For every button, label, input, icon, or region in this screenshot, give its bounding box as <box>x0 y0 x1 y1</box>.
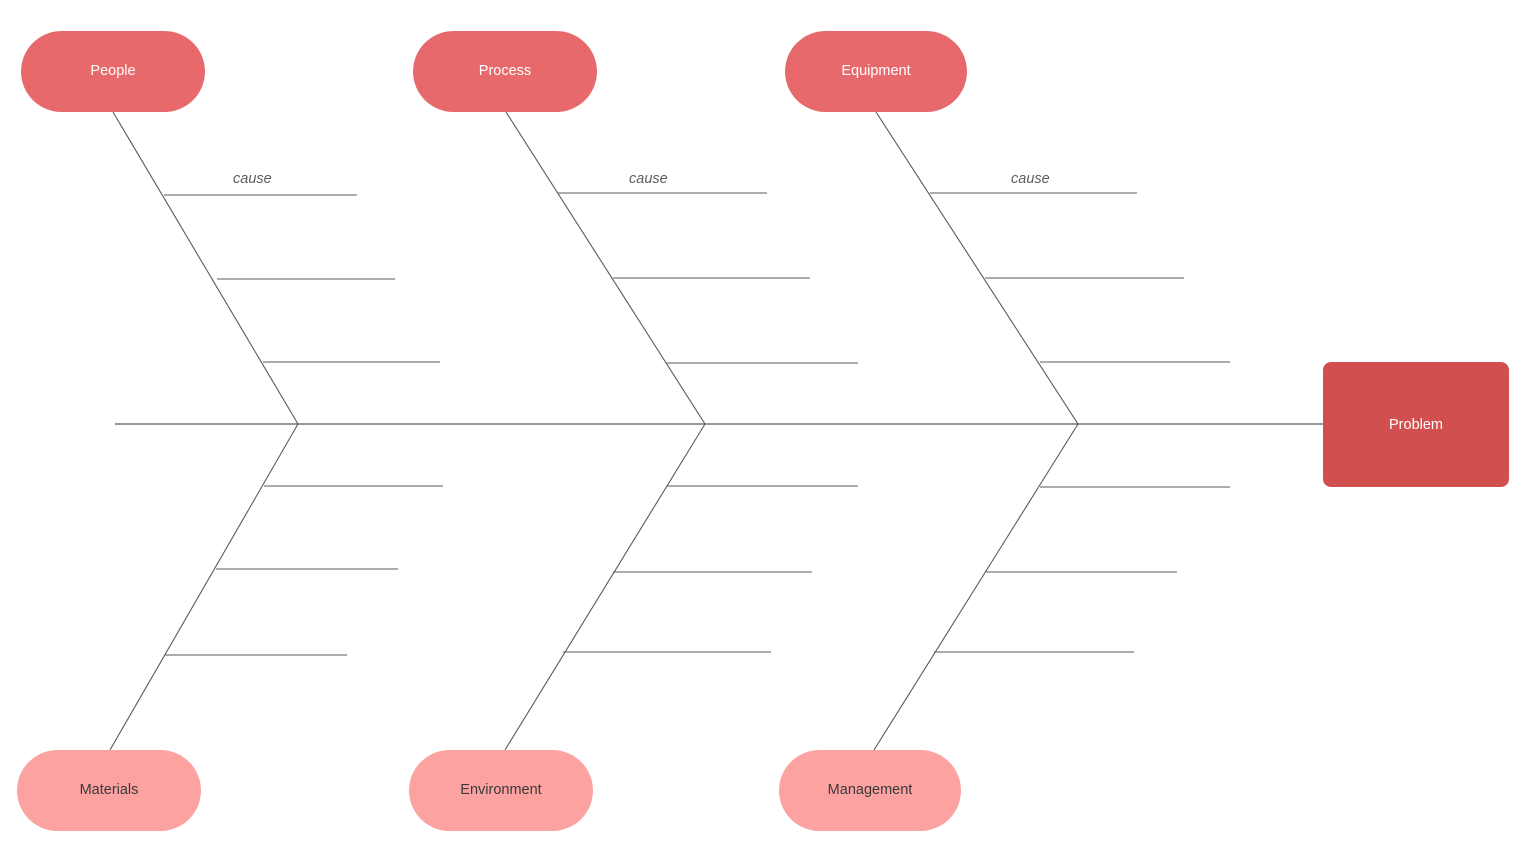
effect-node-label: Problem <box>1389 416 1443 433</box>
category-node-environment-label: Environment <box>460 781 542 798</box>
category-node-process-label: Process <box>478 62 532 79</box>
category-node-environment[interactable]: Environment <box>409 750 593 831</box>
category-node-people-label: People <box>90 62 136 79</box>
category-node-materials[interactable]: Materials <box>17 750 201 831</box>
bone-top-3 <box>875 111 1079 425</box>
category-node-equipment[interactable]: Equipment <box>785 31 967 112</box>
cause-label-2[interactable]: cause <box>629 171 668 187</box>
category-node-materials-label: Materials <box>79 781 139 798</box>
category-node-equipment-label: Equipment <box>841 62 911 79</box>
bone-bottom-3 <box>873 423 1079 751</box>
category-node-management[interactable]: Management <box>779 750 961 831</box>
category-node-management-label: Management <box>827 781 913 798</box>
cause-label-3[interactable]: cause <box>1011 171 1050 187</box>
bone-bottom-2 <box>504 423 706 751</box>
bone-top-2 <box>505 111 706 425</box>
cause-label-1[interactable]: cause <box>233 171 272 187</box>
category-node-people[interactable]: People <box>21 31 205 112</box>
category-node-process[interactable]: Process <box>413 31 597 112</box>
bone-bottom-1 <box>109 423 299 751</box>
bone-top-1 <box>112 111 299 425</box>
effect-node-problem[interactable]: Problem <box>1323 362 1509 487</box>
